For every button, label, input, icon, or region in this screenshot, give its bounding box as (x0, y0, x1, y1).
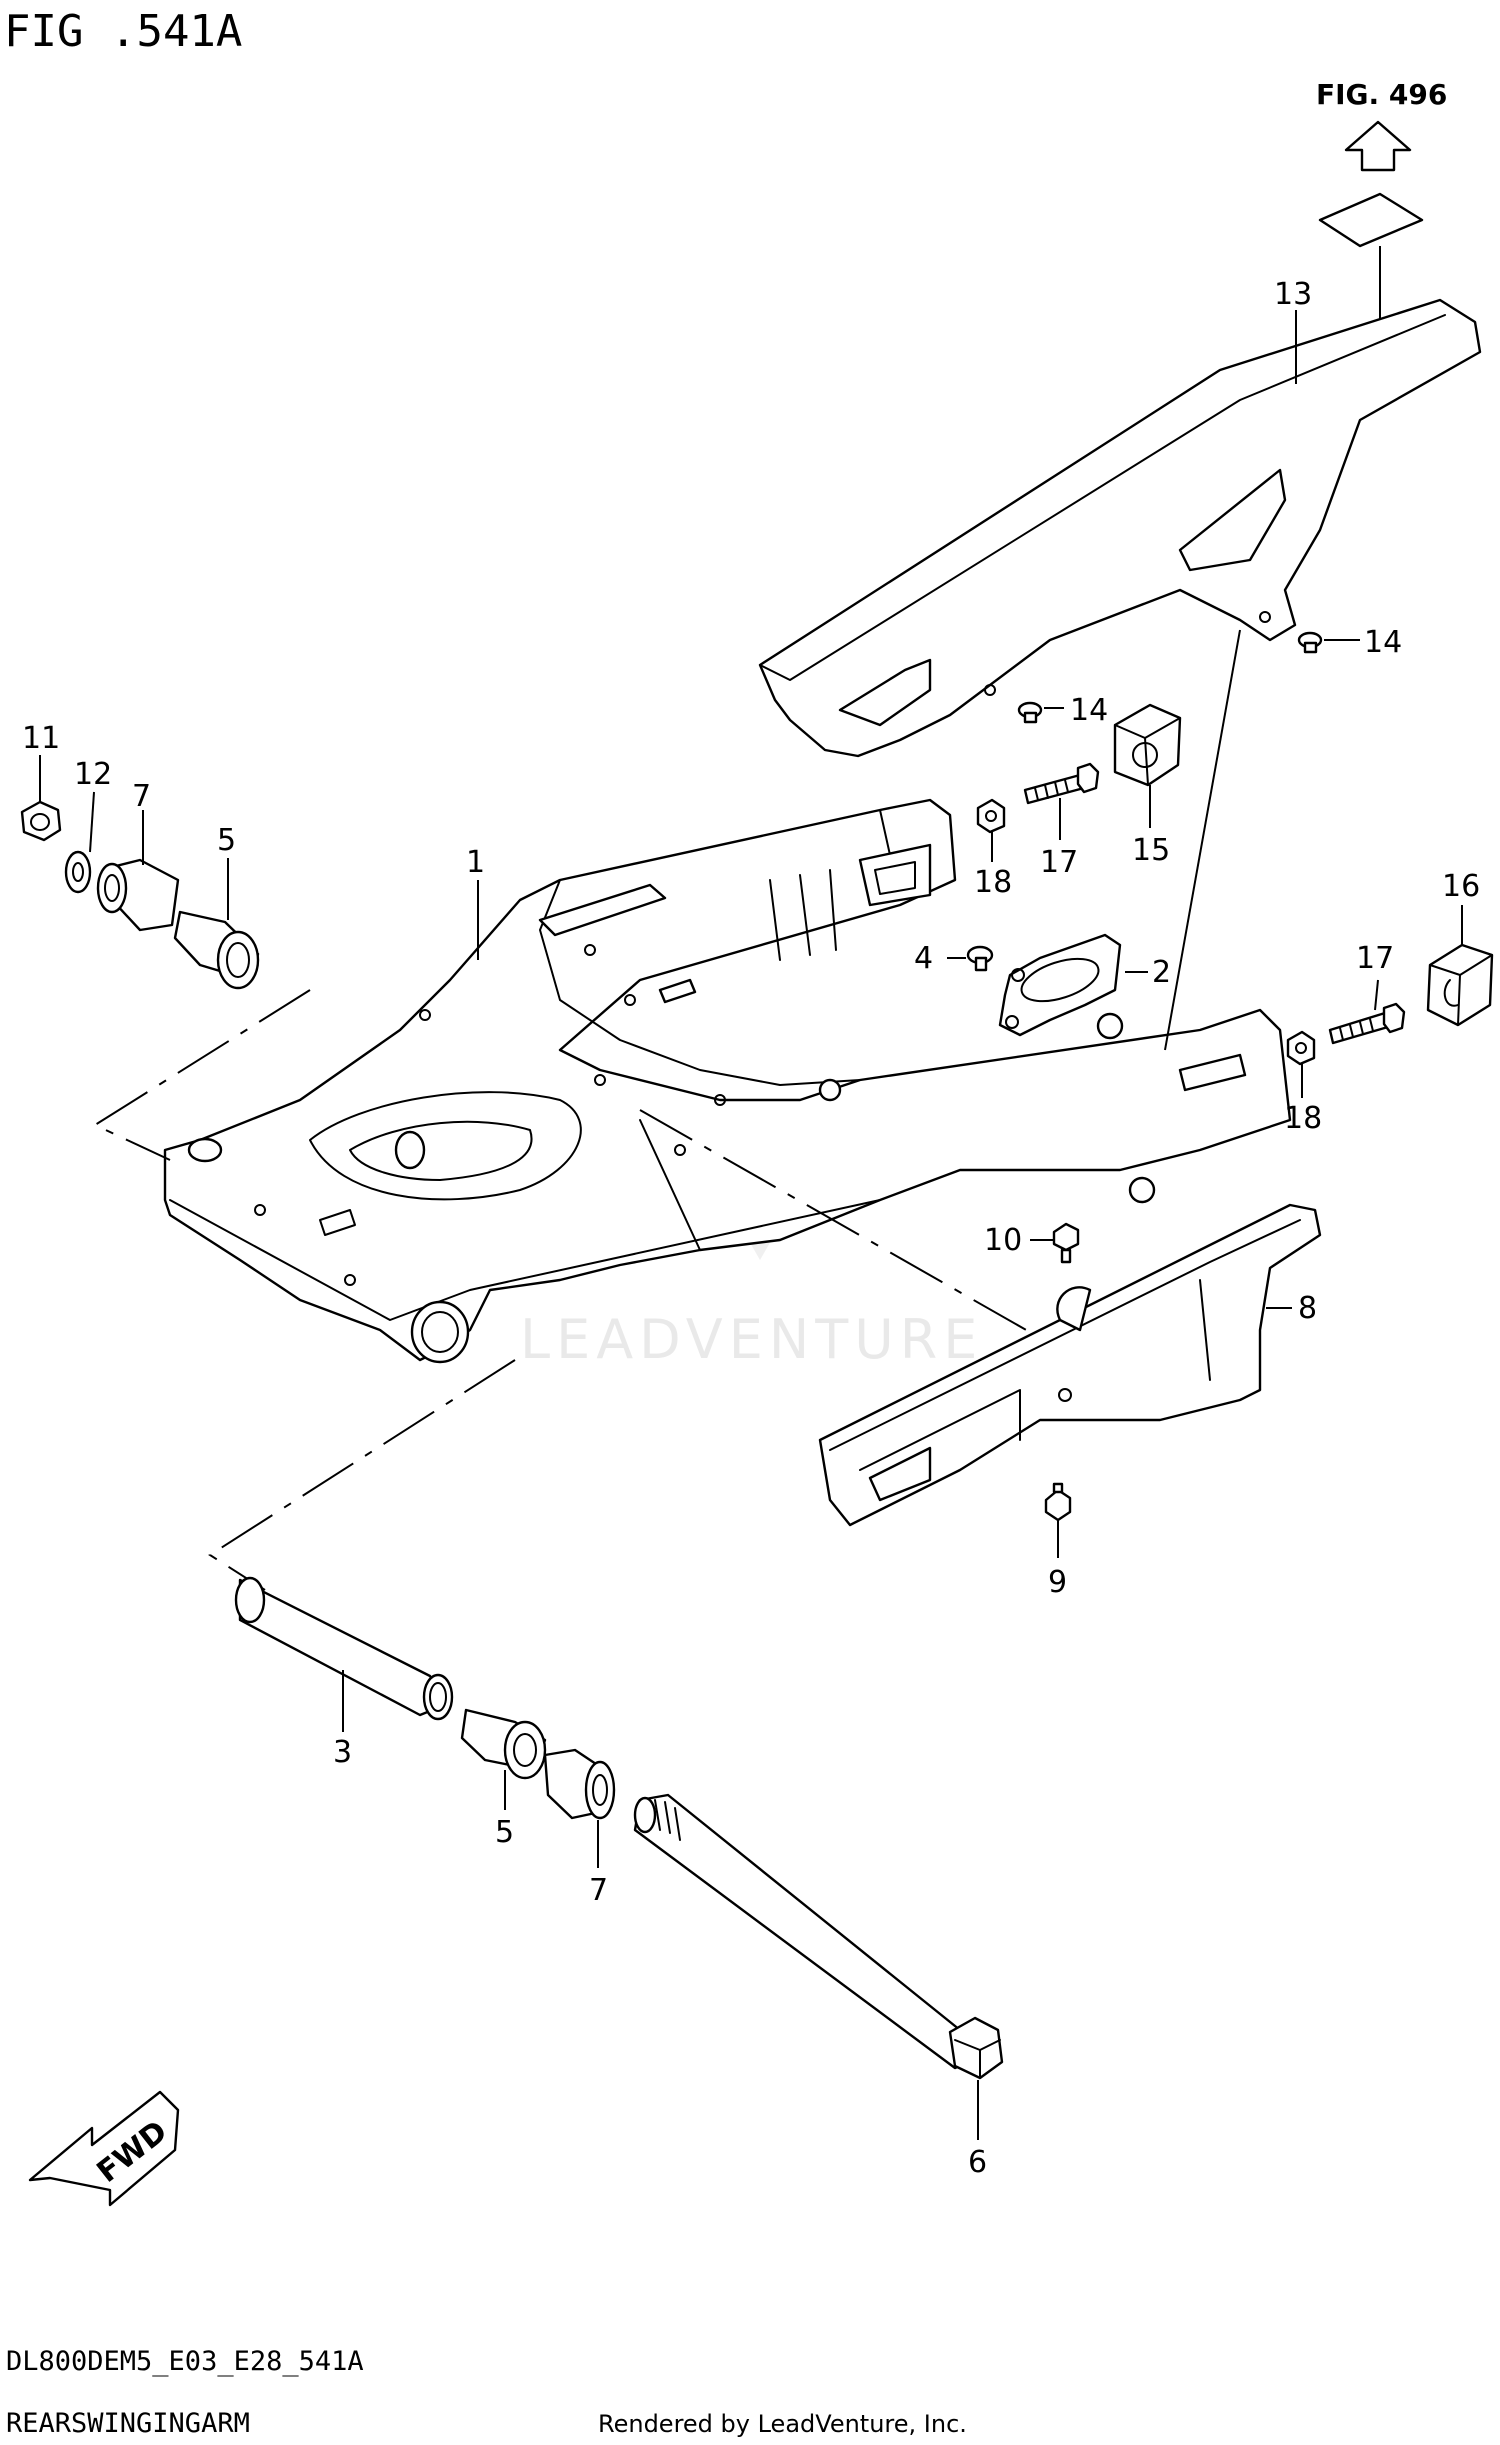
callout-7-lower[interactable]: 7 (589, 1873, 608, 1908)
callout-5-lower[interactable]: 5 (495, 1815, 514, 1850)
forward-direction-arrow-icon: FWD (28, 2090, 180, 2207)
bearing-part-5-upper[interactable] (173, 910, 260, 990)
adjuster-block-part-15[interactable] (1113, 703, 1182, 787)
pivot-tube-part-3[interactable] (234, 1576, 454, 1721)
callout-8[interactable]: 8 (1298, 1291, 1317, 1326)
adjuster-block-part-16[interactable] (1426, 943, 1494, 1027)
pivot-shaft-part-6[interactable] (633, 1793, 1004, 2080)
bearing-part-5-lower[interactable] (460, 1708, 547, 1780)
washer-part-12[interactable] (64, 850, 92, 894)
nut-part-11[interactable] (20, 800, 62, 842)
assembly-axis-left (92, 989, 311, 1161)
callout-7-upper[interactable]: 7 (132, 779, 151, 814)
callout-9[interactable]: 9 (1048, 1565, 1067, 1600)
callout-2[interactable]: 2 (1152, 955, 1171, 990)
callout-18-left[interactable]: 18 (974, 865, 1012, 900)
nut-part-18-left[interactable] (976, 798, 1006, 834)
callout-6[interactable]: 6 (968, 2145, 987, 2180)
callout-14-left[interactable]: 14 (1070, 693, 1108, 728)
callout-13[interactable]: 13 (1274, 277, 1312, 312)
callout-1[interactable]: 1 (466, 845, 485, 880)
callout-18-right[interactable]: 18 (1284, 1101, 1322, 1136)
screw-part-4[interactable] (966, 945, 994, 972)
callout-16[interactable]: 16 (1442, 869, 1480, 904)
assembly-axis-case (1164, 629, 1241, 1051)
chain-guard-part-8[interactable] (818, 1203, 1322, 1527)
bolt-part-9[interactable] (1044, 1482, 1072, 1522)
callout-5-upper[interactable]: 5 (217, 823, 236, 858)
callout-10[interactable]: 10 (984, 1223, 1022, 1258)
bolt-part-10[interactable] (1052, 1222, 1080, 1264)
diagram-code: DL800DEM5_E03_E28_541A (6, 2346, 364, 2377)
figure-title: FIG .541A (4, 6, 242, 57)
assembly-axis-pivot (208, 1359, 516, 1591)
section-name: REARSWINGINGARM (6, 2408, 250, 2439)
assembly-axis-guard (639, 1109, 1036, 1336)
callout-11[interactable]: 11 (22, 721, 60, 756)
collar-part-7-lower[interactable] (543, 1748, 616, 1820)
callout-17-right[interactable]: 17 (1356, 941, 1394, 976)
callout-17-left[interactable]: 17 (1040, 845, 1078, 880)
callout-14-right[interactable]: 14 (1364, 625, 1402, 660)
cross-reference-label[interactable]: FIG. 496 (1316, 78, 1447, 111)
screw-part-14-right[interactable] (1297, 631, 1323, 654)
watermark-text: LEADVENTURE (520, 1308, 983, 1371)
callout-15[interactable]: 15 (1132, 833, 1170, 868)
callout-3[interactable]: 3 (333, 1735, 352, 1770)
screw-part-14-left[interactable] (1017, 701, 1043, 724)
adjuster-bolt-part-17-right[interactable] (1328, 1002, 1406, 1045)
bracket-plate-part-2[interactable] (998, 933, 1122, 1037)
cross-reference-arrow-icon[interactable] (1318, 120, 1424, 345)
chain-case-part-13[interactable] (758, 298, 1482, 758)
nut-part-18-right[interactable] (1286, 1030, 1316, 1066)
collar-part-7-upper[interactable] (96, 858, 180, 932)
leader-lines (39, 310, 1463, 2140)
callout-12[interactable]: 12 (74, 757, 112, 792)
rendered-by-credit: Rendered by LeadVenture, Inc. (598, 2410, 967, 2438)
callout-4[interactable]: 4 (914, 941, 933, 976)
swingarm-part-1[interactable] (163, 798, 1292, 1364)
adjuster-bolt-part-17-left[interactable] (1023, 762, 1100, 805)
